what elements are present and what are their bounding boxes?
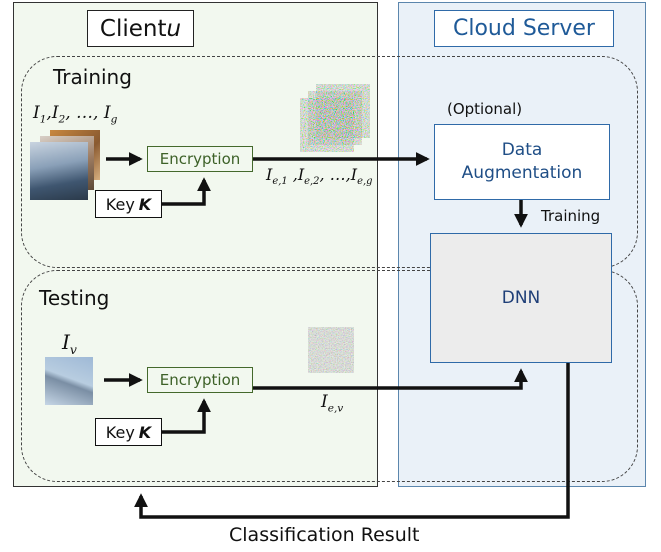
training-label: Training bbox=[53, 65, 132, 89]
training-input-images-label: I1,I2, …, Ig bbox=[33, 103, 118, 126]
testing-input-image-label: Iv bbox=[62, 330, 77, 357]
testing-input-image bbox=[45, 357, 93, 405]
client-title-variable: u bbox=[166, 15, 182, 42]
training-image-stack bbox=[30, 130, 102, 202]
data-augmentation-line-1: Data bbox=[501, 140, 543, 160]
data-augmentation-box: Data Augmentation bbox=[434, 124, 610, 200]
testing-encrypted-image-label: Ie,v bbox=[321, 392, 344, 415]
arrow-training-key-to-encryption bbox=[162, 177, 211, 206]
client-title-text: Client bbox=[99, 15, 167, 42]
training-encryption-box: Encryption bbox=[147, 146, 253, 172]
testing-key-label: Key bbox=[105, 422, 135, 442]
training-edge-label: Training bbox=[541, 207, 601, 225]
arrow-testing-key-to-encryption bbox=[162, 398, 211, 434]
training-encrypted-images-label: Ie,1 ,Ie,2, …,Ie,g bbox=[266, 165, 373, 188]
client-panel bbox=[13, 2, 378, 487]
optional-label: (Optional) bbox=[447, 100, 523, 118]
classification-result-label: Classification Result bbox=[229, 524, 420, 546]
data-augmentation-line-2: Augmentation bbox=[461, 163, 583, 183]
arrow-classification-result bbox=[134, 363, 570, 519]
client-title: Client u bbox=[87, 10, 194, 47]
testing-region bbox=[21, 270, 638, 482]
testing-key-variable: K bbox=[138, 422, 152, 442]
dnn-box: DNN bbox=[430, 233, 612, 363]
testing-label: Testing bbox=[39, 286, 110, 310]
training-region bbox=[21, 56, 638, 268]
training-key-variable: K bbox=[138, 194, 152, 214]
arrow-testing-encryption-to-dnn bbox=[253, 368, 528, 390]
training-key-label: Key bbox=[105, 194, 135, 214]
testing-encryption-box: Encryption bbox=[147, 367, 253, 393]
testing-encrypted-image bbox=[308, 327, 354, 373]
training-encrypted-images bbox=[300, 84, 370, 152]
training-image-1 bbox=[30, 142, 88, 200]
cloud-server-title: Cloud Server bbox=[434, 10, 614, 47]
